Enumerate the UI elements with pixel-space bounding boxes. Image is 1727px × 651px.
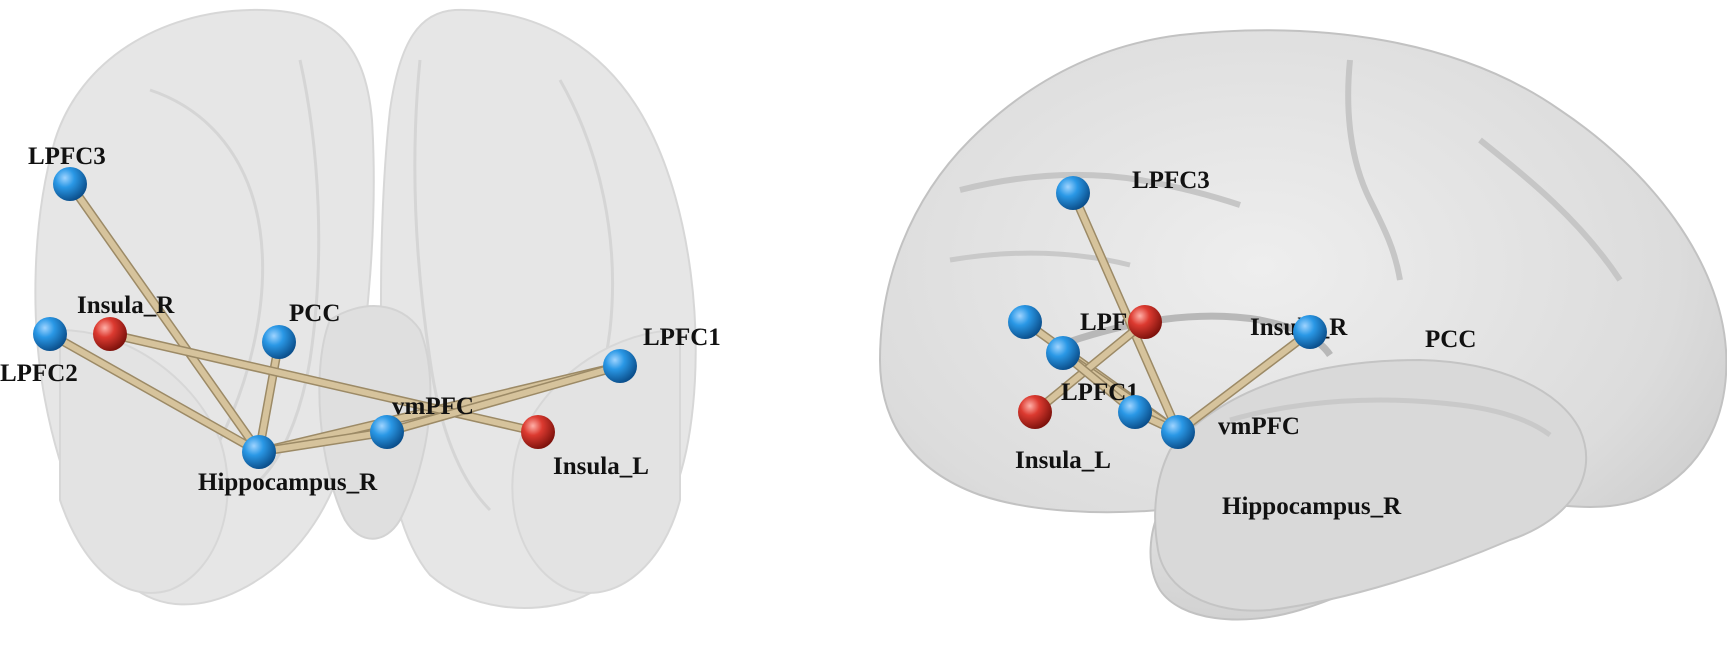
node-lpfc1 (603, 349, 637, 383)
edge-pcc-hippocampus-r (256, 339, 282, 455)
node-label-insula-r: Insula_R (77, 292, 175, 319)
parietal-sulcus (1478, 137, 1623, 282)
node-insula-r (93, 317, 127, 351)
node-label-vmpfc: vmPFC (392, 393, 474, 420)
right-temporal-lobe (511, 328, 681, 594)
edges-coronal (45, 179, 625, 457)
edge-insula-r-insula-l (1032, 319, 1148, 415)
node-label-vmpfc: vmPFC (1218, 413, 1300, 440)
node-insula-l (1018, 395, 1052, 429)
node-lpfc2 (1008, 305, 1042, 339)
node-label-lpfc2: LPFC2 (0, 360, 78, 387)
node-label-lpfc3: LPFC3 (1132, 167, 1210, 194)
edge-vmpfc-hippocampus-r (256, 429, 390, 455)
right-inner-fold-2 (413, 59, 492, 512)
edges-sagittal (1020, 188, 1315, 437)
node-pcc (1293, 315, 1327, 349)
node-label-pcc: PCC (289, 300, 340, 327)
node-label-hippocampus-r: Hippocampus_R (1222, 493, 1402, 520)
node-pcc (262, 325, 296, 359)
node-insula-l (521, 415, 555, 449)
edge-lpfc3-hippocampus-r (67, 181, 262, 455)
node-vmpfc (1118, 395, 1152, 429)
brain-surface-coronal (34, 8, 697, 609)
node-lpfc1 (1046, 336, 1080, 370)
edge-lpfc2-hippocampus-r (47, 331, 262, 455)
edge-lpfc3-hippocampus-r (1070, 190, 1181, 435)
edge-lpfc1-vmpfc (384, 363, 623, 435)
node-label-lpfc3: LPFC3 (28, 143, 106, 170)
edge-insula-r-insula-l (107, 331, 541, 435)
central-sulcus (1345, 59, 1403, 281)
left-temporal-lobe (59, 328, 229, 594)
node-label-hippocampus-r: Hippocampus_R (198, 469, 378, 496)
node-label-pcc: PCC (1425, 326, 1476, 353)
node-lpfc3 (53, 167, 87, 201)
node-label-lpfc1: LPFC1 (643, 324, 721, 351)
node-vmpfc (370, 415, 404, 449)
node-lpfc2 (33, 317, 67, 351)
frontal-sulcus (959, 171, 1241, 208)
nodes-sagittal: LPFC3LPFC2Insula_RPCCLPFC1vmPFCInsula_LH… (1008, 167, 1476, 520)
temporal-lobe (1154, 358, 1588, 612)
node-lpfc3 (1056, 176, 1090, 210)
node-insula-r (1128, 305, 1162, 339)
node-hippocampus-r (242, 435, 276, 469)
node-hippocampus-r (1161, 415, 1195, 449)
edge-pcc-hippocampus-r (1175, 329, 1313, 435)
node-label-insula-l: Insula_L (553, 453, 649, 480)
sagittal-view: LPFC3LPFC2Insula_RPCCLPFC1vmPFCInsula_LH… (878, 29, 1727, 621)
temporal-sulcus (1229, 397, 1552, 438)
node-label-insula-l: Insula_L (1015, 447, 1111, 474)
frontal-sulcus-2 (949, 250, 1131, 268)
